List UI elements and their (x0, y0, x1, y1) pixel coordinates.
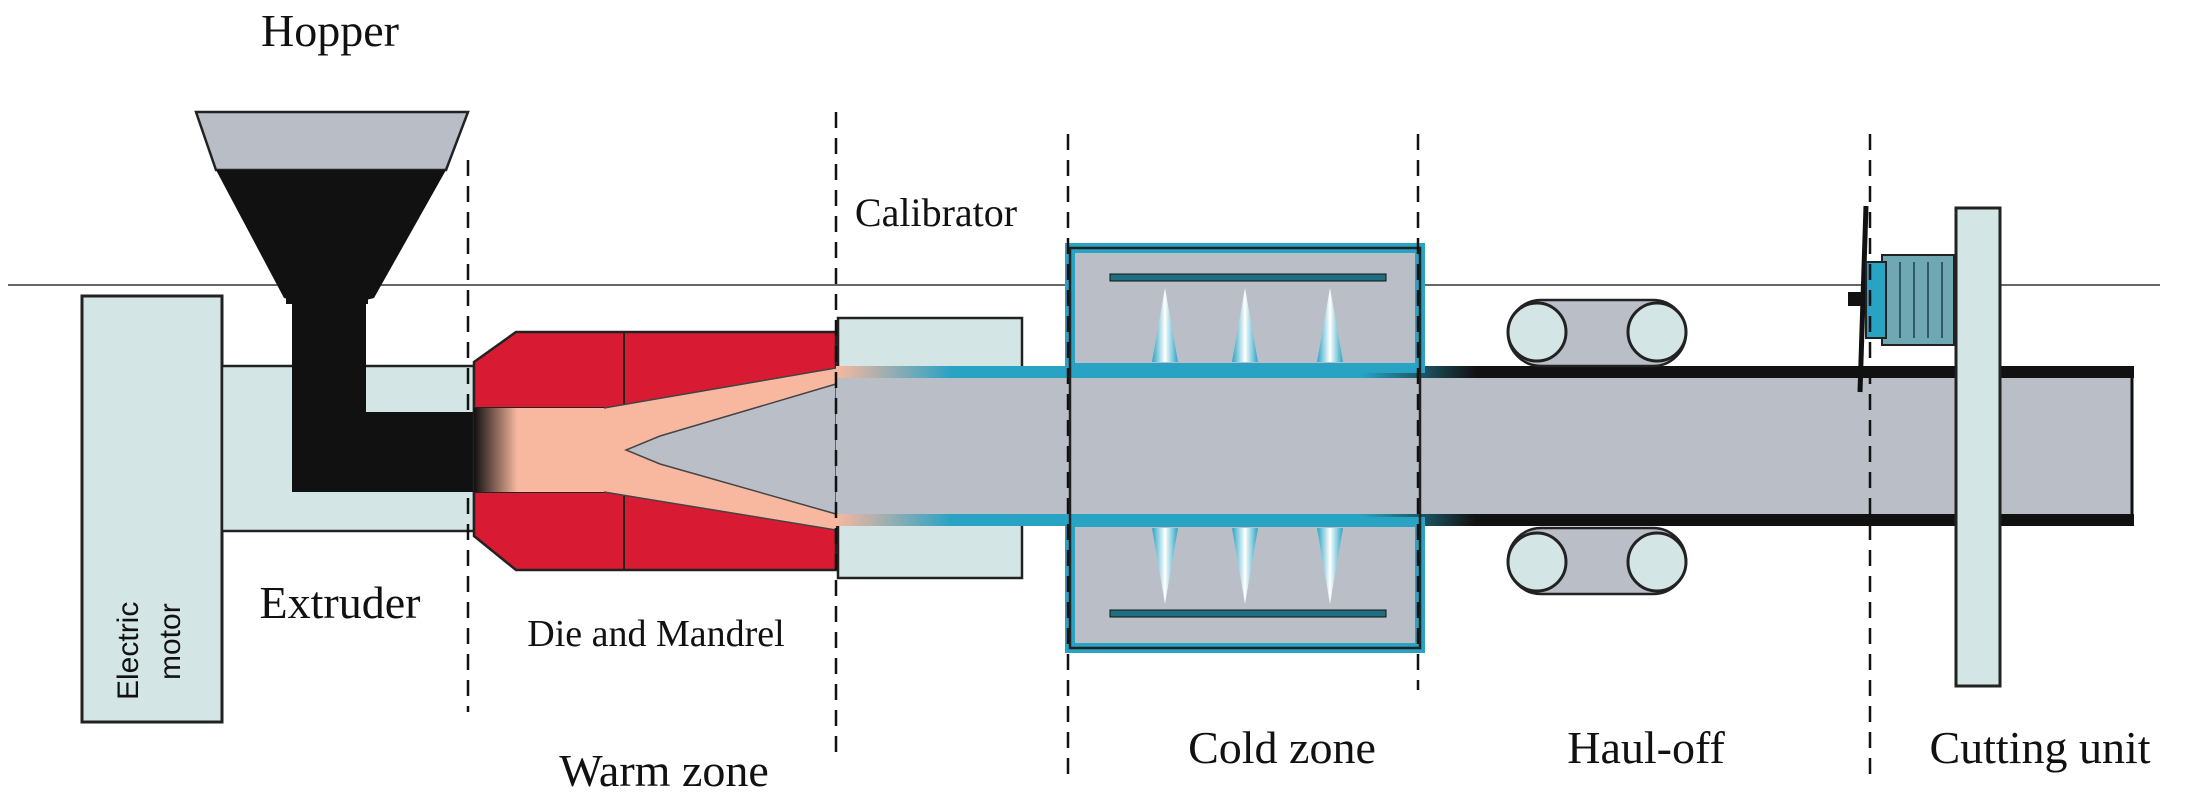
electric-motor-label-line2: motor (154, 603, 187, 680)
die-and-mandrel (472, 330, 838, 572)
hopper-label: Hopper (261, 5, 399, 56)
electric-motor: Electric motor (80, 294, 224, 724)
cold-zone-label: Cold zone (1188, 722, 1376, 773)
warm-zone-label: Warm zone (559, 745, 769, 796)
cutting-unit-label: Cutting unit (1929, 722, 2150, 773)
spray-nozzle (1232, 288, 1258, 362)
die-and-mandrel-label: Die and Mandrel (527, 613, 784, 655)
cutting-unit (1848, 205, 2002, 688)
spray-nozzle (1317, 528, 1343, 604)
spray-nozzle (1232, 528, 1258, 604)
calibrator-label: Calibrator (855, 190, 1017, 235)
extruder-label: Extruder (260, 577, 421, 628)
spray-nozzle (1317, 288, 1343, 362)
zone-separators (466, 112, 1872, 780)
haul-off (1506, 298, 1688, 596)
hopper (194, 110, 474, 492)
cooling-tank (1065, 243, 1425, 653)
haul-off-label: Haul-off (1567, 722, 1725, 773)
spray-nozzle (1152, 528, 1178, 604)
pipe (836, 366, 2134, 526)
electric-motor-label-line1: Electric (112, 602, 145, 700)
spray-nozzle (1152, 288, 1178, 362)
